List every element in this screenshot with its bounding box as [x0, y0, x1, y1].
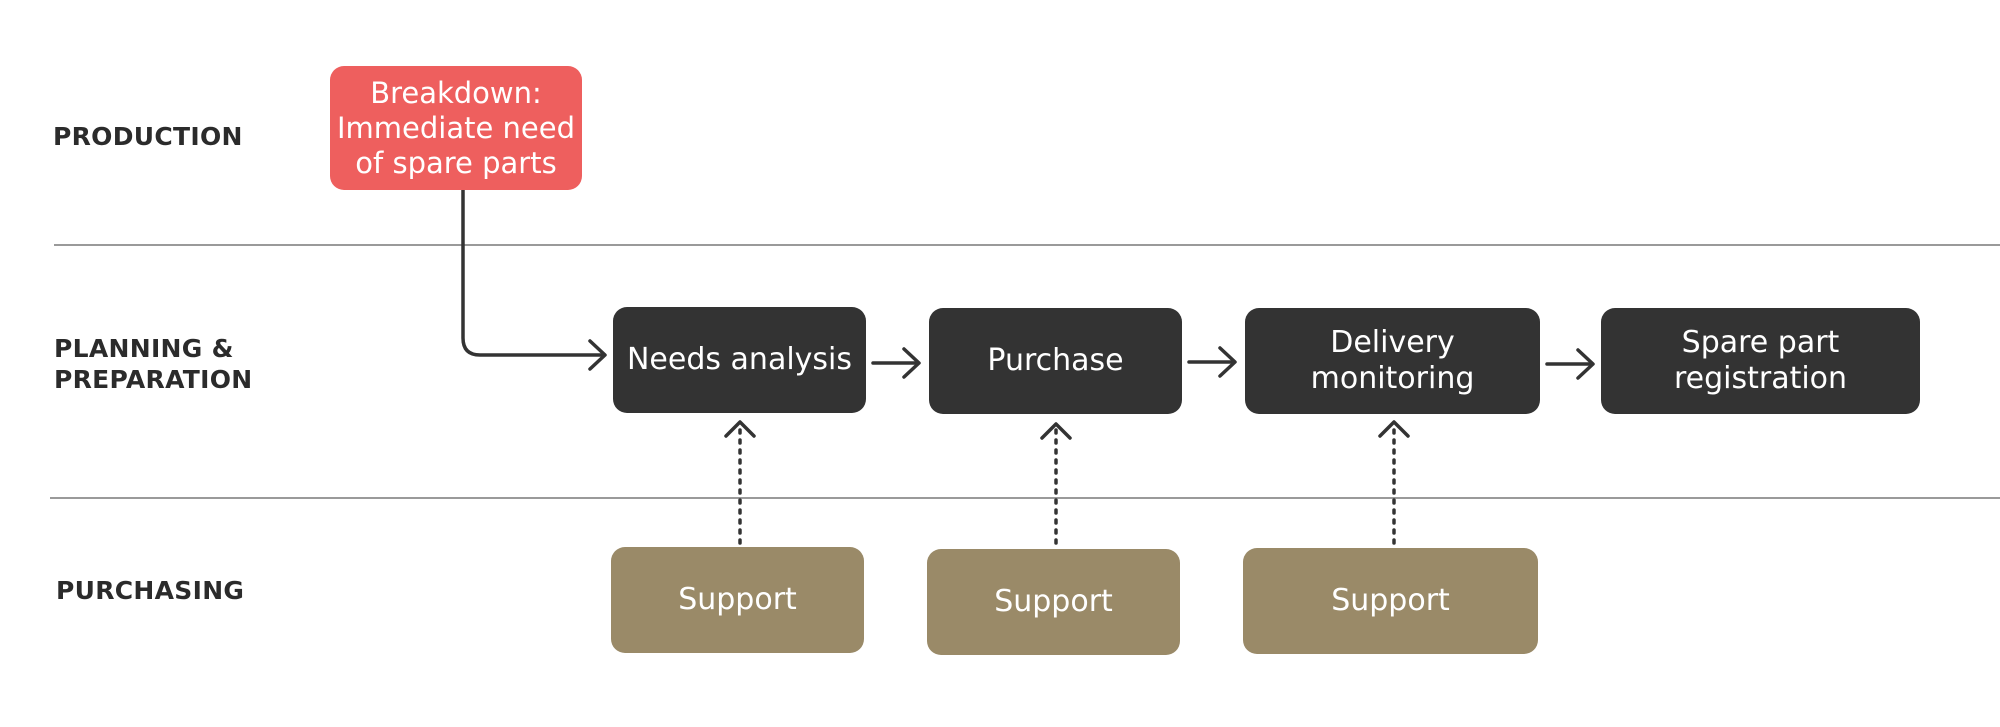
support-arrow-1 [724, 420, 756, 545]
arrow-purchase-to-delivery [1187, 346, 1237, 378]
step-registration-label-line1: Spare part [1681, 325, 1840, 360]
trigger-box-breakdown: Breakdown: Immediate need of spare parts [330, 66, 582, 190]
arrow-needs-to-purchase [871, 347, 921, 379]
lane-label-planning-line1: PLANNING & [54, 334, 234, 363]
step-needs-analysis: Needs analysis [613, 307, 866, 413]
step-spare-part-registration: Spare part registration [1601, 308, 1920, 414]
step-delivery-label-line2: monitoring [1310, 361, 1475, 396]
support-arrow-2 [1040, 422, 1072, 545]
step-delivery-monitoring: Delivery monitoring [1245, 308, 1540, 414]
support-box-1: Support [611, 547, 864, 653]
lane-label-production: PRODUCTION [53, 122, 243, 151]
step-needs-analysis-label: Needs analysis [626, 342, 853, 377]
step-delivery-label-line1: Delivery [1330, 325, 1455, 360]
trigger-connector [461, 188, 603, 357]
step-purchase: Purchase [929, 308, 1182, 414]
lane-label-planning: PLANNING & PREPARATION [54, 333, 253, 395]
lane-label-purchasing: PURCHASING [56, 576, 245, 605]
support-arrow-3 [1378, 420, 1410, 545]
support-box-3: Support [1243, 548, 1538, 654]
trigger-text-line2: Immediate need [336, 110, 576, 145]
lane-label-planning-line2: PREPARATION [54, 365, 253, 394]
support-box-1-label: Support [678, 582, 797, 617]
step-purchase-label: Purchase [987, 343, 1124, 378]
support-box-2-label: Support [994, 584, 1113, 619]
trigger-text-line1: Breakdown: [370, 75, 542, 110]
arrow-delivery-to-registration [1545, 348, 1595, 380]
support-box-3-label: Support [1331, 583, 1450, 618]
trigger-text-line3: of spare parts [355, 145, 557, 180]
support-box-2: Support [927, 549, 1180, 655]
trigger-connector-arrowhead [588, 339, 607, 371]
step-registration-label-line2: registration [1673, 361, 1848, 396]
